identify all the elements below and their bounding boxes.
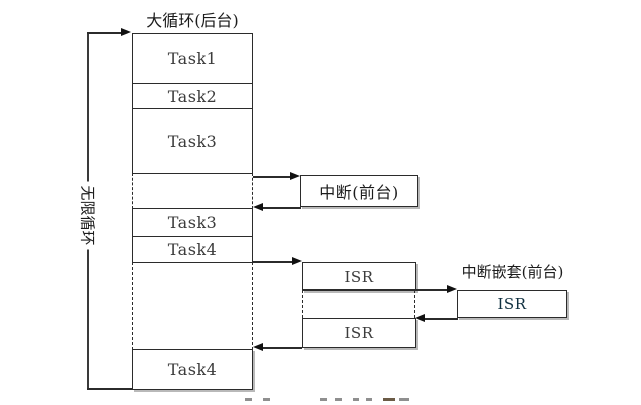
stack-gap-interrupted-1 — [132, 173, 253, 209]
loop-top-arrowhead-icon — [121, 28, 131, 36]
infinite-loop-label: 无限循环 — [78, 181, 97, 250]
arrow-line-isr2-to-task4 — [262, 347, 302, 349]
task-box-task4: Task4 — [132, 236, 253, 263]
arrow-line-task3-to-interrupt — [253, 176, 291, 178]
isr2-label: ISR — [344, 324, 374, 342]
task4-resumed-label: Task4 — [167, 360, 218, 379]
isr-gap-dashed-left — [302, 290, 303, 318]
arrowhead-nested-to-isr2-icon — [415, 314, 425, 322]
isr-gap-dashed-right — [414, 290, 415, 318]
task-box-task2: Task2 — [132, 83, 253, 109]
nested-isr-label: ISR — [497, 295, 527, 313]
task4-label: Task4 — [167, 240, 218, 259]
task2-label: Task2 — [167, 86, 218, 106]
loop-bottom-line — [87, 388, 133, 390]
task3-label: Task3 — [167, 131, 218, 151]
task3-resumed-label: Task3 — [167, 213, 218, 232]
arrow-line-task4-to-isr1 — [253, 261, 293, 263]
arrow-line-nested-to-isr2 — [424, 318, 458, 320]
isr-box-1: ISR — [302, 262, 416, 291]
nested-interrupt-title: 中断嵌套(前台) — [461, 263, 564, 281]
interrupt-box: 中断(前台) — [300, 175, 418, 207]
arrowhead-isr1-to-nested-icon — [447, 285, 457, 293]
arrowhead-interrupt-to-task3-icon — [253, 203, 263, 211]
interrupt-label: 中断(前台) — [319, 183, 399, 202]
arrowhead-isr2-to-task4-icon — [253, 343, 263, 351]
loop-top-line — [87, 32, 122, 34]
arrowhead-task3-to-interrupt-icon — [290, 172, 300, 180]
isr1-label: ISR — [344, 267, 374, 286]
task-box-task3: Task3 — [132, 108, 253, 174]
task-box-task4-resumed: Task4 — [132, 349, 253, 390]
nested-isr-box: ISR — [457, 290, 567, 318]
task1-label: Task1 — [167, 49, 218, 68]
arrow-line-isr1-to-nested — [302, 289, 448, 291]
task-box-task1: Task1 — [132, 33, 253, 84]
arrowhead-task4-to-isr1-icon — [292, 257, 302, 265]
isr-box-2: ISR — [302, 318, 416, 348]
background-stack-title: 大循环(后台) — [146, 11, 239, 30]
arrow-line-interrupt-to-task3 — [262, 207, 301, 209]
task-box-task3-resumed: Task3 — [132, 208, 253, 237]
stack-gap-interrupted-2 — [132, 262, 253, 350]
